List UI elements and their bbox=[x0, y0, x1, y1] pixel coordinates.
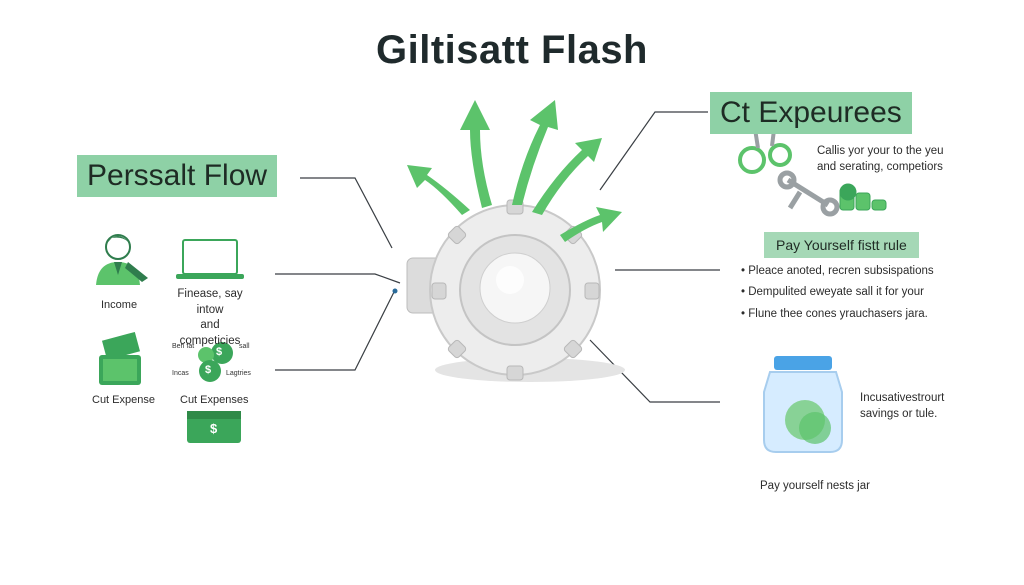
laptop-caption-line-2: and competicies bbox=[179, 319, 241, 347]
coins-label-bottom-right: Lagtries bbox=[226, 370, 251, 377]
right-description-line-1: Callis yor your to the yeu bbox=[817, 145, 944, 157]
coin-dollar-sign: $ bbox=[205, 364, 212, 376]
connector-line bbox=[589, 339, 720, 403]
connector-line bbox=[275, 289, 396, 371]
right-banner-description: Callis yor your to the yeu and serating,… bbox=[817, 144, 944, 175]
money-stack-icon bbox=[99, 331, 141, 385]
connector-line bbox=[599, 111, 708, 191]
jar-caption-line-2: savings or tule. bbox=[860, 407, 938, 420]
gear-icon bbox=[406, 199, 601, 381]
income-label: Income bbox=[101, 299, 138, 311]
jar-caption: Incusativestrourt savings or tule. bbox=[860, 391, 944, 422]
pay-yourself-pill: Pay Yourself fistt rule bbox=[764, 232, 919, 258]
right-bullet-list: Pleace anoted, recren subsispations Demp… bbox=[741, 261, 934, 325]
wallet-dollar-sign: $ bbox=[210, 421, 218, 436]
coins-label-top-right: sall bbox=[239, 343, 250, 350]
laptop-caption: Finease, say intow and competicies bbox=[170, 287, 250, 349]
cut-expense-label: Cut Expense bbox=[92, 394, 155, 406]
laptop-caption-line-1: Finease, say intow bbox=[177, 288, 243, 316]
jar-label: Pay yourself nests jar bbox=[760, 480, 870, 492]
wrench-icon bbox=[777, 170, 840, 217]
connector-line bbox=[300, 177, 393, 249]
coins-icon bbox=[198, 342, 233, 382]
bullet-item: Dempulited eweyate sall it for your bbox=[741, 282, 934, 303]
cut-expenses-label: Cut Expenses bbox=[180, 394, 249, 406]
jar-icon bbox=[763, 356, 843, 453]
coin-dollar-sign: $ bbox=[216, 346, 223, 358]
person-icon bbox=[96, 234, 148, 285]
coins-icon bbox=[839, 183, 887, 211]
coins-label-top-left: Beh fat bbox=[172, 343, 195, 350]
connector-dot bbox=[392, 288, 398, 294]
bullet-item: Flune thee cones yrauchasers jara. bbox=[741, 304, 934, 325]
right-section-banner: Ct Expeurees bbox=[710, 92, 912, 134]
right-description-line-2: and serating, competiors bbox=[817, 160, 943, 173]
bullet-item: Pleace anoted, recren subsispations bbox=[741, 261, 933, 282]
arrow-icon bbox=[407, 100, 622, 242]
page-title: Giltisatt Flash bbox=[376, 28, 648, 72]
laptop-icon bbox=[176, 239, 244, 279]
coins-label-bottom-left: Incas bbox=[172, 370, 189, 377]
wallet-icon bbox=[187, 411, 241, 443]
jar-caption-line-1: Incusativestrourt bbox=[860, 392, 945, 404]
connector-line bbox=[275, 273, 401, 284]
left-section-banner: Perssalt Flow bbox=[77, 155, 278, 197]
